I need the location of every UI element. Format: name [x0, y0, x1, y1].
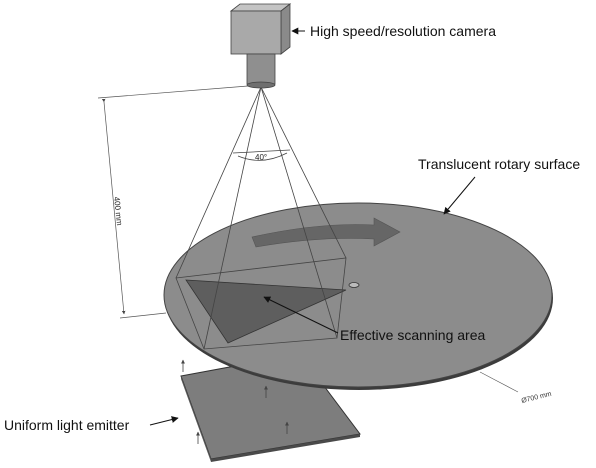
- diameter-label: Ø700 mm: [521, 391, 553, 405]
- surface-label: Translucent rotary surface: [418, 156, 580, 172]
- diameter-leader: [479, 371, 519, 393]
- scan-area-label: Effective scanning area: [340, 327, 485, 343]
- height-dimension-label: 400 mm: [112, 196, 124, 226]
- light-ray-arrows: [181, 359, 289, 444]
- camera-fov: [175, 86, 347, 350]
- height-dimension: [97, 85, 249, 319]
- scan-area: [185, 279, 347, 344]
- camera-label: High speed/resolution camera: [310, 23, 496, 39]
- emitter-pointer: [149, 416, 179, 426]
- disc-center-hole: [348, 282, 360, 288]
- scan-area-pointer: [263, 296, 339, 334]
- rotation-arrow: [251, 217, 401, 248]
- surface-pointer: [443, 176, 476, 215]
- emitter-label: Uniform light emitter: [4, 417, 130, 433]
- camera-lens: [246, 53, 276, 85]
- camera: [229, 3, 292, 89]
- angle-label: 40°: [255, 153, 267, 162]
